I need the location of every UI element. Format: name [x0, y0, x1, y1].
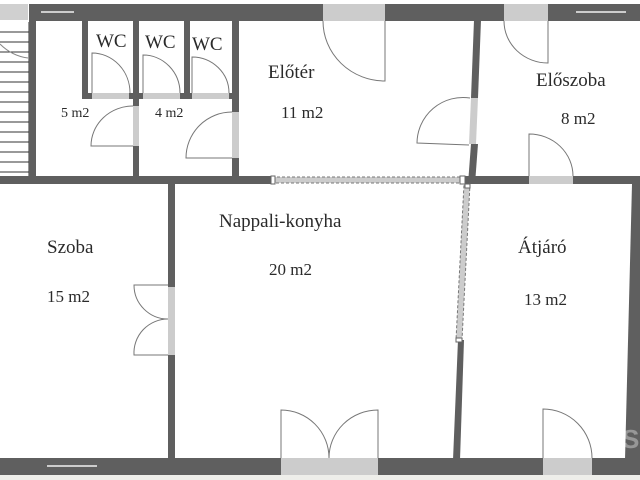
room-label-nappali: Nappali-konyha — [219, 211, 342, 232]
door-swing-wc3 — [191, 56, 230, 94]
door-swing-nappali-a — [280, 409, 330, 459]
door-swing-szoba-a — [133, 284, 169, 320]
door-swing-hall2 — [185, 111, 233, 159]
windows — [41, 4, 626, 475]
sliding-partitions — [270, 175, 471, 343]
room-label-wc2: WC — [145, 32, 176, 53]
door-swing-eloszoba-bottom — [528, 133, 574, 177]
room-area-eloszoba: 8 m2 — [561, 109, 596, 128]
door-swing-wc2 — [142, 54, 181, 94]
door-swings — [90, 20, 593, 459]
room-label-szoba: Szoba — [47, 237, 94, 258]
door-swing-wc1 — [91, 52, 131, 94]
watermark: S — [622, 424, 639, 454]
room-label-atjaro: Átjáró — [518, 237, 567, 258]
bottom-edge — [0, 475, 640, 480]
room-area-hall1: 5 m2 — [61, 106, 90, 121]
door-swing-atjaro — [542, 408, 593, 459]
svg-text:S: S — [622, 424, 639, 454]
door-swing-eloszoba-entrance — [503, 20, 549, 64]
door-swing-hall1 — [90, 105, 134, 147]
door-swing-szoba-b — [133, 318, 169, 356]
room-area-szoba: 15 m2 — [47, 287, 90, 306]
room-label-wc3: WC — [192, 34, 223, 55]
door-openings — [92, 4, 592, 475]
room-area-atjaro: 13 m2 — [524, 290, 567, 309]
door-swing-nappali-b — [328, 409, 379, 459]
room-label-eloszoba: Előszoba — [536, 70, 606, 91]
room-label-eloter: Előtér — [268, 62, 315, 83]
door-swing-eloter-eloszoba — [416, 96, 471, 146]
room-area-hall2: 4 m2 — [155, 106, 184, 121]
room-area-nappali: 20 m2 — [269, 260, 312, 279]
room-area-eloter: 11 m2 — [281, 103, 324, 122]
room-label-wc1: WC — [96, 31, 127, 52]
door-swing-eloter-entrance — [322, 20, 386, 82]
